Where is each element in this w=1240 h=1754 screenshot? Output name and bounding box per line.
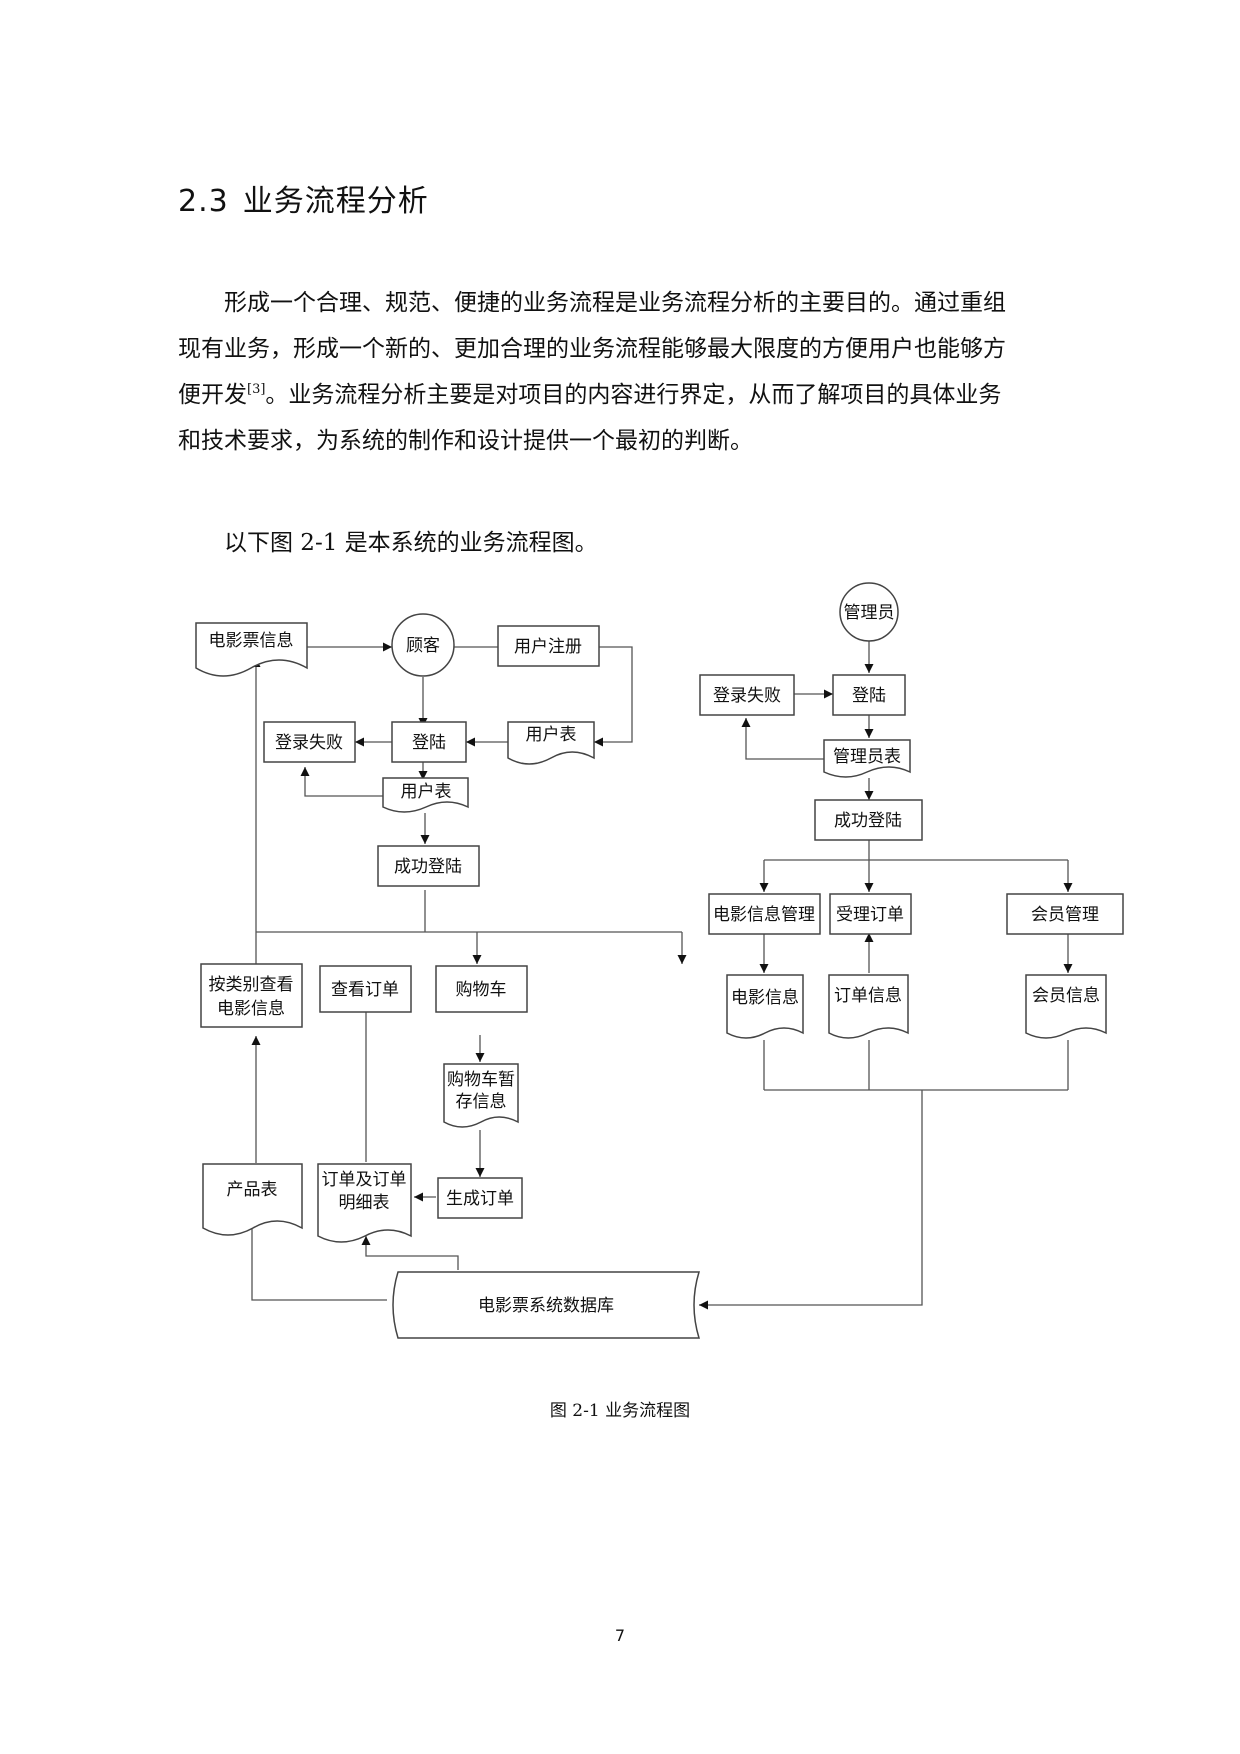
register-label: 用户注册 [514,637,582,657]
section-heading: 2.3 业务流程分析 [178,176,429,220]
login-success-label: 成功登陆 [394,857,462,877]
admin-login-fail-label: 登录失败 [713,686,781,706]
member-info-doc [1025,974,1107,1039]
admin-login-success-box [814,799,923,841]
accept-order-label: 受理订单 [836,905,904,925]
citation-ref[interactable]: [3] [247,382,266,397]
admin-table-doc [823,739,911,778]
order-detail-label-2: 明细表 [339,1193,390,1213]
product-table-doc [202,1163,303,1236]
movie-info-mgmt-label: 电影信息管理 [713,905,815,925]
cart-box [435,965,528,1013]
page-number: 7 [614,1626,626,1645]
order-info-doc [828,974,909,1039]
paragraph-line: 便开发[3]。业务流程分析主要是对项目的内容进行界定，从而了解项目的具体业务 [178,372,1078,418]
cart-temp-label-2: 存信息 [456,1092,507,1112]
section-number: 2.3 [178,184,229,219]
view-orders-box [319,965,412,1013]
paragraph-line: 形成一个合理、规范、便捷的业务流程是业务流程分析的主要目的。通过重组 [224,290,1006,316]
admin-node [839,582,899,642]
login-label: 登陆 [412,733,446,753]
customer-label: 顾客 [406,636,440,656]
user-table-doc [382,777,469,813]
member-info-label: 会员信息 [1032,986,1100,1006]
user-table-label: 用户表 [401,782,452,802]
figure-caption: 图 2-1 业务流程图 [549,1401,691,1421]
paragraph-line: 和技术要求，为系统的制作和设计提供一个最初的判断。 [178,428,753,454]
order-detail-doc [317,1163,412,1243]
browse-movies-label-2: 电影信息 [217,999,285,1019]
browse-movies-label-1: 按类别查看 [209,975,294,995]
login-box [391,721,467,763]
database-label: 电影票系统数据库 [478,1296,614,1316]
user-table-right-doc [507,721,595,765]
cart-temp-doc [443,1063,519,1128]
admin-login-label: 登陆 [852,686,886,706]
paragraph-line: 以下图 2-1 是本系统的业务流程图。 [224,530,598,556]
business-flow-diagram: 电影票信息 顾客 用户注册 登录失败 登陆 用户表 用户表 成功登陆 按类别查看… [0,580,1240,1360]
section-title: 业务流程分析 [242,184,429,219]
generate-order-box [437,1177,523,1219]
generate-order-label: 生成订单 [446,1189,514,1209]
order-detail-label-1: 订单及订单 [322,1170,407,1190]
movie-ticket-info-label: 电影票信息 [209,631,294,651]
cart-temp-label-1: 购物车暂 [447,1070,515,1090]
paragraph-text: 便开发 [178,382,247,408]
product-table-label: 产品表 [227,1180,278,1200]
user-table-right-label: 用户表 [526,725,577,745]
login-success-box [377,845,480,887]
cart-label: 购物车 [456,980,507,1000]
login-fail-box [263,721,356,763]
login-fail-label: 登录失败 [275,733,343,753]
register-box [497,625,600,667]
paragraph-line: 现有业务，形成一个新的、更加合理的业务流程能够最大限度的方便用户也能够方 [178,336,1006,362]
movie-ticket-info-doc [195,622,308,677]
paragraph-text: 。业务流程分析主要是对项目的内容进行界定，从而了解项目的具体业务 [265,382,1002,408]
figure-intro-paragraph: 以下图 2-1 是本系统的业务流程图。 [178,520,1078,566]
movie-info-doc [726,974,804,1039]
diagram-canvas: 电影票信息 顾客 用户注册 登录失败 登陆 用户表 用户表 成功登陆 按类别查看… [195,582,1124,1339]
admin-table-label: 管理员表 [833,747,901,767]
member-mgmt-box [1006,893,1124,935]
movie-info-label: 电影信息 [731,988,799,1008]
admin-label: 管理员 [844,603,895,623]
customer-node [391,613,455,677]
database-shape [392,1271,701,1339]
body-paragraph: 形成一个合理、规范、便捷的业务流程是业务流程分析的主要目的。通过重组 现有业务，… [178,280,1078,464]
accept-order-box [829,893,912,935]
admin-login-success-label: 成功登陆 [834,811,902,831]
browse-movies-box [200,963,303,1028]
view-orders-label: 查看订单 [331,980,399,1000]
member-mgmt-label: 会员管理 [1031,905,1099,925]
order-info-label: 订单信息 [834,986,902,1006]
admin-login-box [832,674,906,716]
admin-login-fail-box [699,674,795,716]
movie-info-mgmt-box [708,893,821,935]
